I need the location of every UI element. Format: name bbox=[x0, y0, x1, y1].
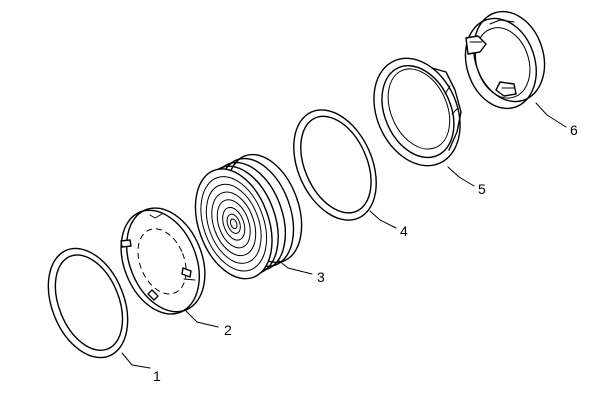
part-3-pulley bbox=[194, 153, 303, 280]
leader-lines bbox=[121, 102, 567, 369]
leader-4 bbox=[369, 210, 397, 229]
part-4-seal-ring bbox=[293, 109, 377, 221]
part-6-end-cap bbox=[464, 10, 546, 110]
callout-4: 4 bbox=[400, 223, 408, 239]
part-2-retainer bbox=[120, 207, 206, 315]
leader-2 bbox=[185, 310, 219, 328]
leader-1 bbox=[121, 352, 151, 369]
part-5-collar bbox=[373, 57, 462, 167]
part-1-ring bbox=[47, 247, 129, 359]
leader-3 bbox=[277, 259, 313, 275]
callout-2: 2 bbox=[224, 322, 232, 338]
callout-6: 6 bbox=[570, 122, 578, 138]
leader-6 bbox=[535, 102, 567, 128]
callout-1: 1 bbox=[153, 368, 161, 384]
callout-5: 5 bbox=[478, 181, 486, 197]
callout-3: 3 bbox=[317, 269, 325, 285]
leader-5 bbox=[447, 166, 475, 187]
